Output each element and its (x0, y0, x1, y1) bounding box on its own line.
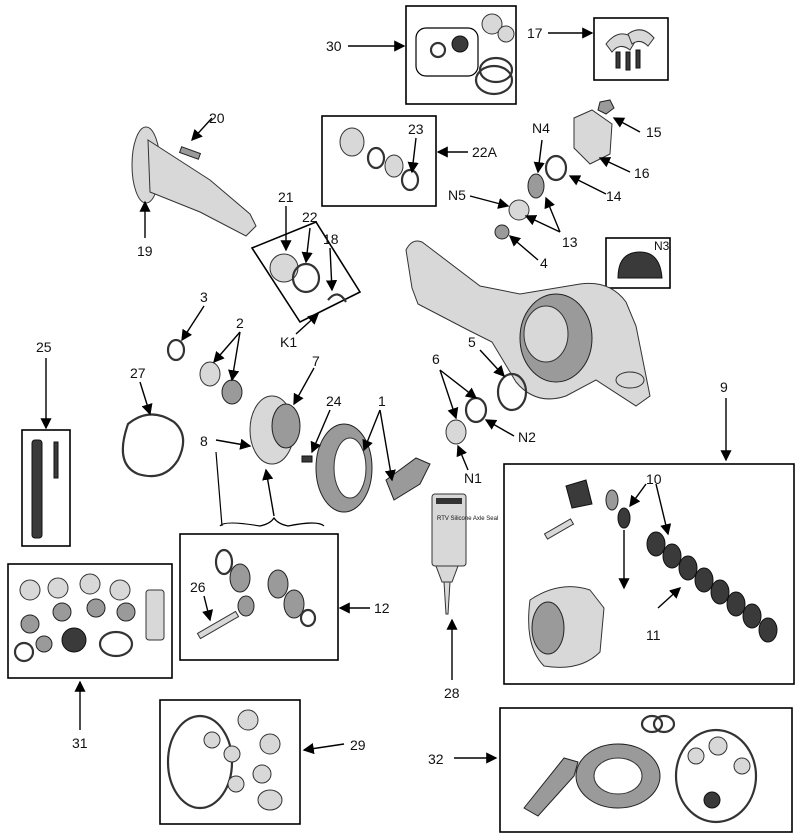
part-n5-bearing (508, 199, 530, 221)
callout-N2: N2 (518, 429, 536, 445)
callout-3: 3 (200, 289, 208, 305)
part-4-seal (494, 224, 510, 240)
callout-22a: 22A (472, 144, 498, 160)
callout-22: 22 (302, 209, 318, 225)
callout-10: 10 (646, 471, 662, 487)
callout-20: 20 (209, 110, 225, 126)
kit-22a-box (321, 115, 437, 207)
part-2-race (199, 361, 221, 387)
callout-30: 30 (326, 38, 342, 54)
callout-18: 18 (323, 231, 339, 247)
kit-25-box (21, 429, 71, 547)
kit-9-box (503, 463, 795, 685)
callout-28: 28 (444, 685, 460, 701)
callout-2: 2 (236, 315, 244, 331)
callout-14: 14 (606, 188, 622, 204)
callout-27: 27 (130, 365, 146, 381)
kit-29-box (159, 699, 301, 825)
axle-housing (405, 240, 651, 407)
callout-17: 17 (527, 25, 543, 41)
callout-25: 25 (36, 339, 52, 355)
callout-K1: K1 (280, 334, 297, 350)
part-n1-bearing (445, 419, 467, 445)
callout-23: 23 (408, 121, 424, 137)
callout-19: 19 (137, 243, 153, 259)
sealant-tube: RTV Silicone Axle Seal (431, 493, 498, 615)
callout-6: 6 (432, 351, 440, 367)
part-2-bearing (221, 379, 243, 405)
callout-16: 16 (634, 165, 650, 181)
pinion-yoke-group (527, 99, 615, 199)
callout-21: 21 (278, 189, 294, 205)
kit-31-box (7, 563, 173, 679)
callout-8: 8 (200, 433, 208, 449)
kit-n3-box (605, 237, 671, 289)
kit-17-box (593, 17, 669, 81)
sealant-tube-label: RTV Silicone Axle Seal (437, 516, 498, 522)
callout-4: 4 (540, 255, 548, 271)
callout-11: 11 (646, 627, 661, 643)
kit-12-box (179, 533, 339, 661)
kit-32-box (499, 707, 793, 833)
part-n2-race (464, 396, 488, 424)
callout-N1: N1 (464, 470, 482, 486)
callout-31: 31 (72, 735, 88, 751)
diff-case-7 (249, 395, 301, 465)
axle-shaft (131, 126, 257, 237)
kit-k1-box (250, 221, 362, 324)
callout-29: 29 (350, 737, 366, 753)
part-5-spacer (496, 372, 528, 412)
part-3-shim (166, 338, 186, 362)
callout-7: 7 (312, 353, 320, 369)
callout-9: 9 (720, 379, 728, 395)
callout-15: 15 (646, 124, 662, 140)
callout-5: 5 (468, 334, 476, 350)
callout-N4: N4 (532, 120, 550, 136)
callout-1: 1 (378, 393, 386, 409)
callout-24: 24 (326, 393, 342, 409)
callout-12: 12 (374, 600, 390, 616)
part-27-gasket (121, 413, 185, 478)
callout-32: 32 (428, 751, 444, 767)
callout-N5: N5 (448, 187, 466, 203)
kit-30-box (405, 5, 517, 105)
callout-N3: N3 (654, 239, 670, 253)
ring-and-pinion (301, 423, 431, 513)
callout-13: 13 (562, 234, 578, 250)
callout-26: 26 (190, 579, 206, 595)
